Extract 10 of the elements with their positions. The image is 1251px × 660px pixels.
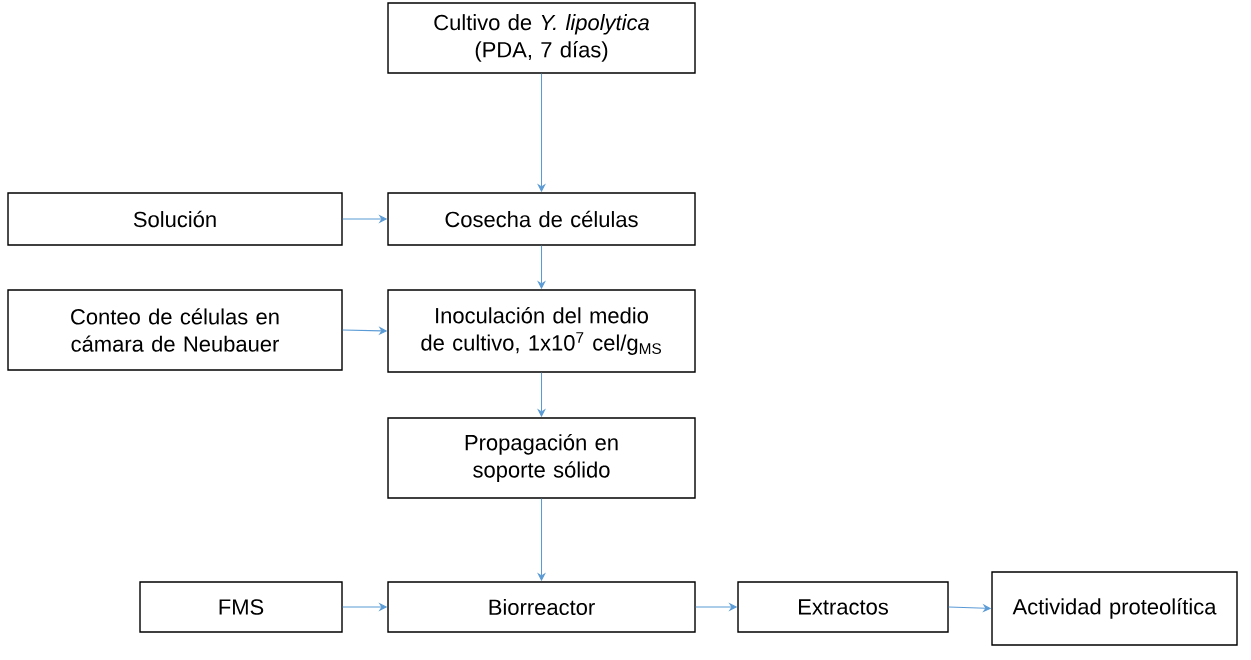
process-box: Propagación en soporte sólido [387, 417, 696, 499]
process-box: Extractos [737, 581, 949, 633]
process-box: FMS [139, 581, 343, 633]
process-box: Conteo de células en cámara de Neubauer [7, 289, 343, 371]
process-box: Cultivo de Y. lipolytica (PDA, 7 días) [387, 2, 696, 74]
process-box: Inoculación del medio de cultivo, 1x10$^{7}$ cel/g$_{MS}$ [387, 289, 696, 373]
process-box: Solución [7, 192, 343, 246]
process-box: Actividad proteolítica [991, 571, 1238, 646]
process-box: Biorreactor [387, 581, 696, 633]
process-box: Cosecha de células [387, 192, 696, 246]
